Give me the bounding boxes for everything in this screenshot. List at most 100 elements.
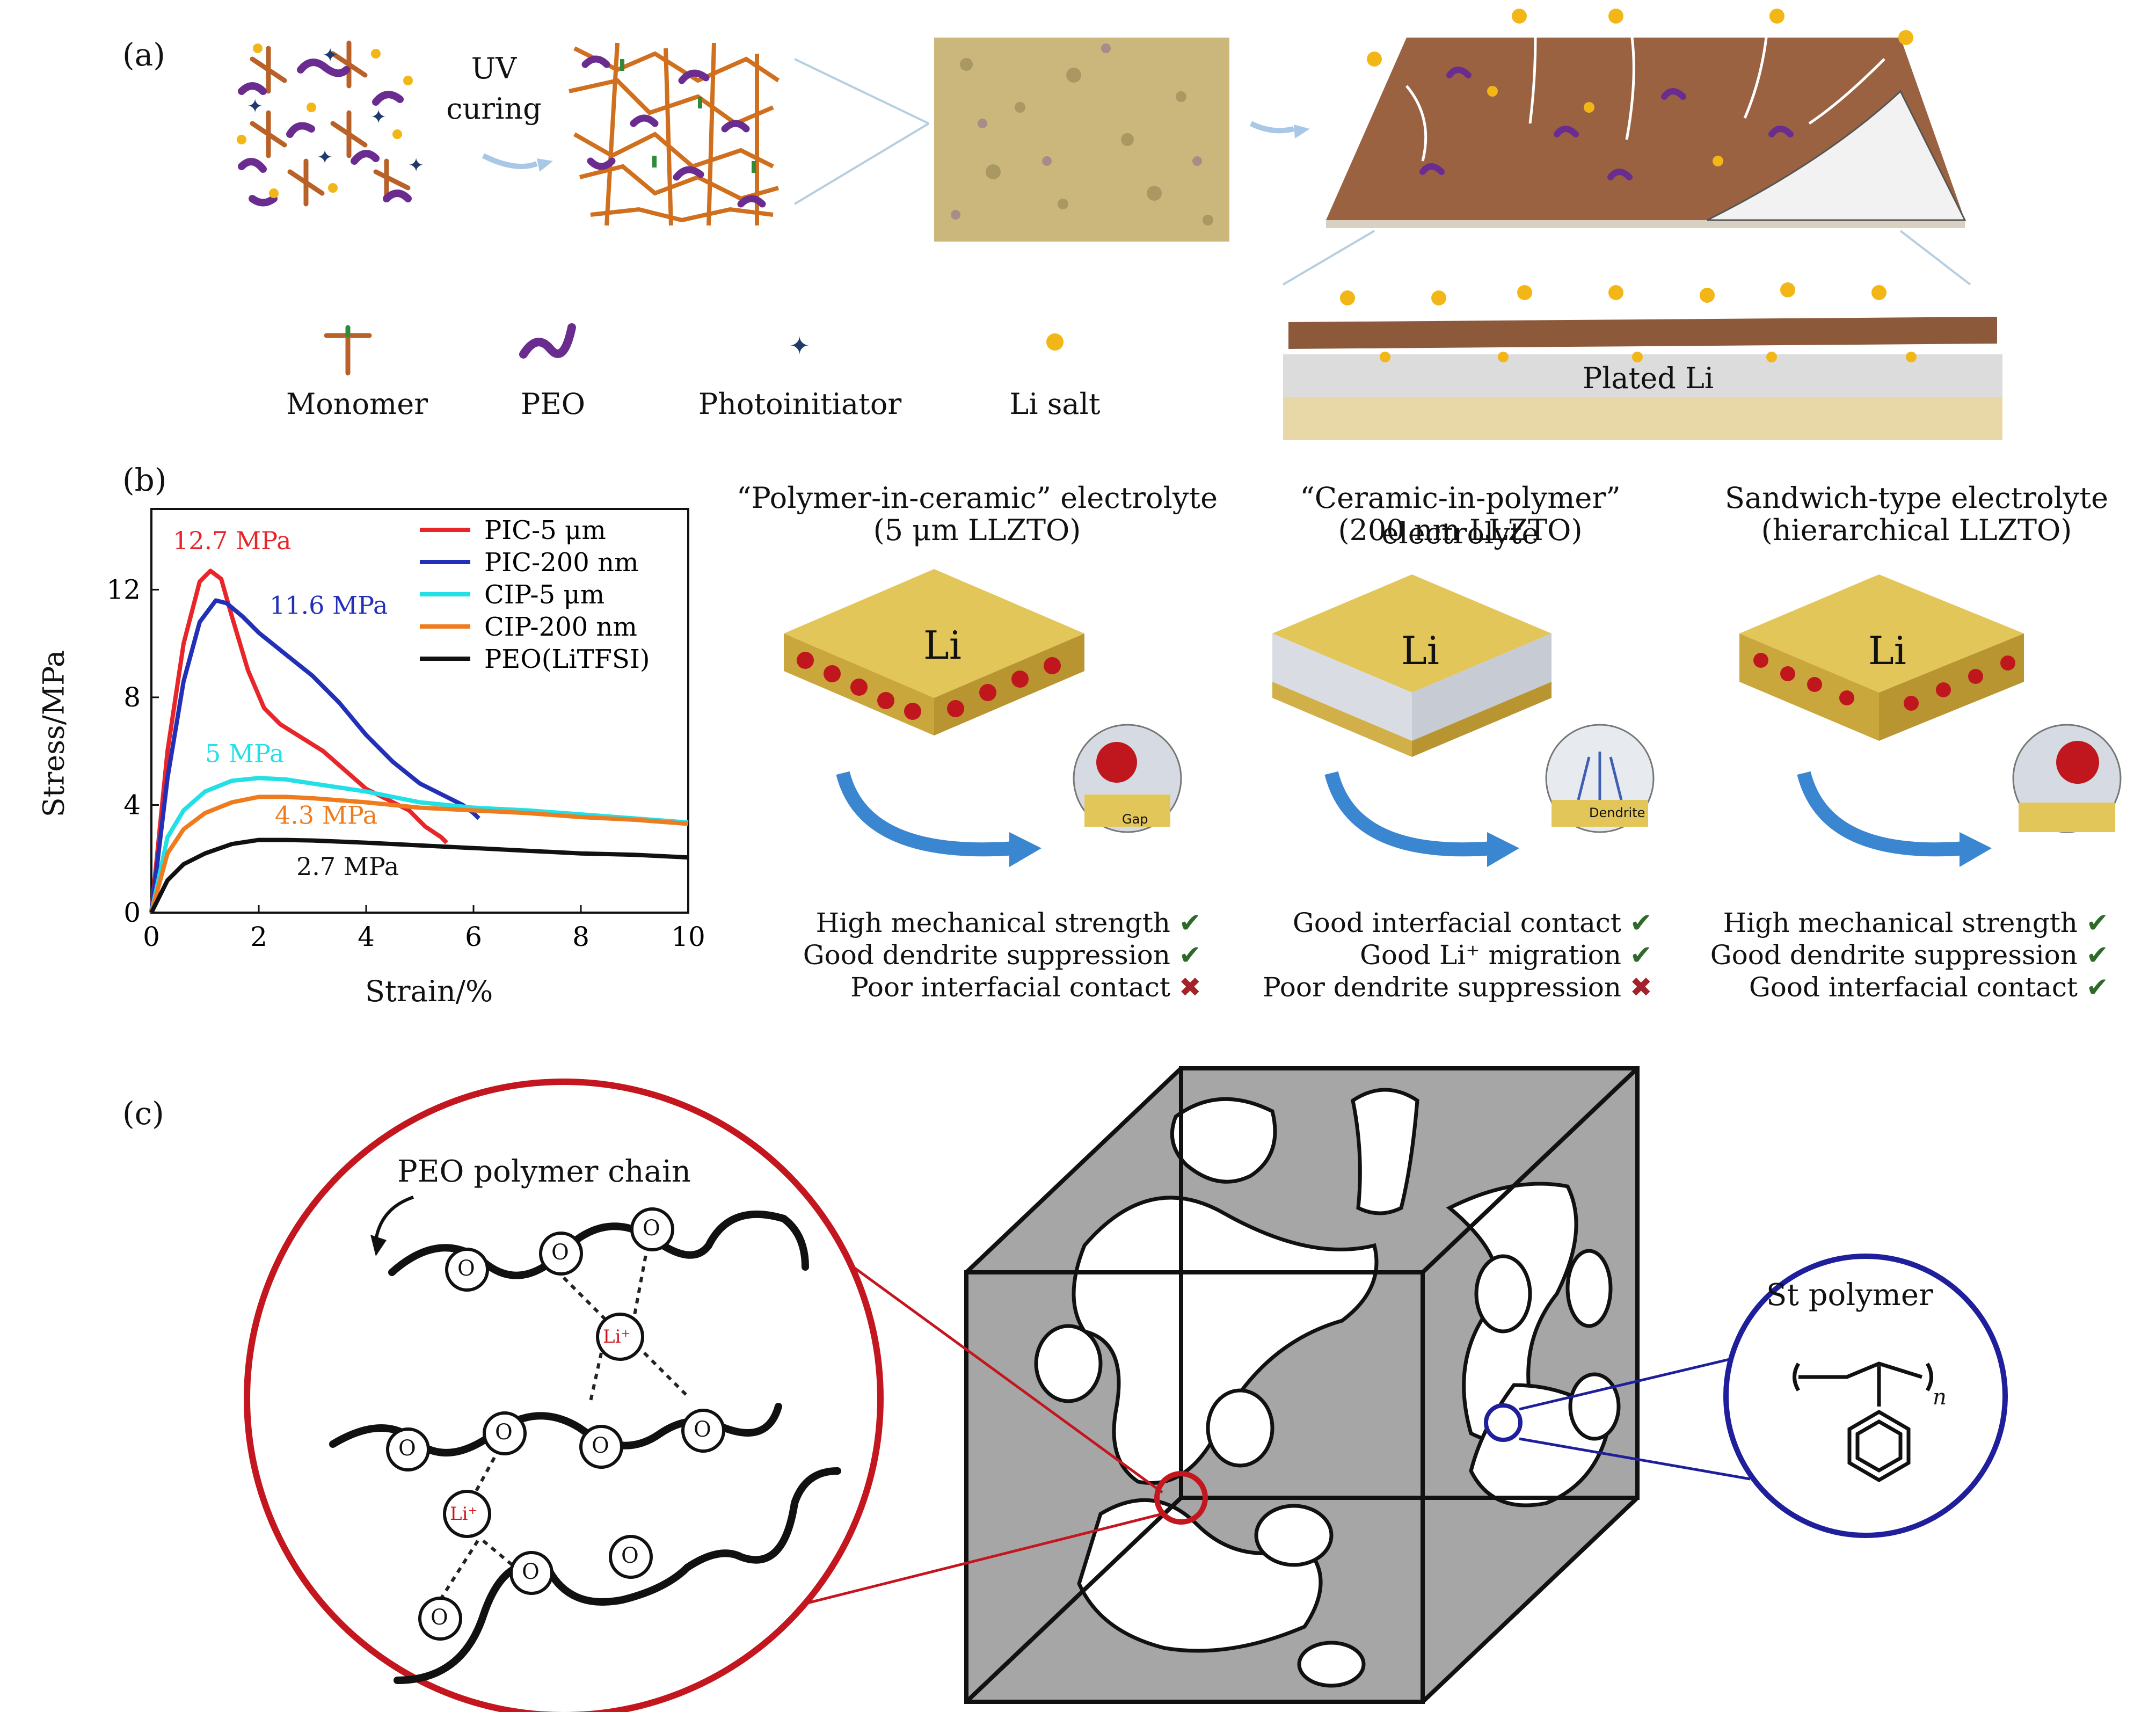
oxygen-label: O <box>495 1420 513 1445</box>
sandwich-li-label: Li <box>1868 628 1906 673</box>
series-line-2 <box>149 776 689 913</box>
sandwich-feature-2: Good dendrite suppression ✔ <box>1710 939 2109 971</box>
legend-monomer: Monomer <box>286 387 428 421</box>
plated-li-label: Plated Li <box>1582 361 1714 395</box>
st-zoom-connector <box>1519 1357 1751 1481</box>
oxygen-label: O <box>457 1256 475 1281</box>
legend-label-2: CIP-5 μm <box>484 580 604 610</box>
oxygen-label: O <box>592 1433 609 1458</box>
panel-a-illustration: ✦✦✦ ✦✦ <box>237 9 2002 440</box>
check-icon: ✔ <box>1629 907 1652 938</box>
panel-b-label: (b) <box>122 462 167 498</box>
panel-a-label: (a) <box>122 37 165 73</box>
legend-photoinitiator: Photoinitiator <box>698 387 902 421</box>
panel-c-label: (c) <box>122 1095 164 1132</box>
y-tick-label: 12 <box>106 574 141 605</box>
polystyrene-structure-graphic <box>1793 1361 1933 1483</box>
pic-feature-2: Good dendrite suppression ✔ <box>803 939 1201 971</box>
y-tick-label: 8 <box>123 682 141 713</box>
svg-text:✦: ✦ <box>408 155 424 177</box>
uv-arrow <box>482 153 538 169</box>
cip-feature-list: Good interfacial contact ✔ Good Li⁺ migr… <box>1235 907 1686 1004</box>
legend-label-4: PEO(LiTFSI) <box>484 644 650 674</box>
svg-text:✦: ✦ <box>322 45 338 67</box>
series-line-0 <box>149 569 448 913</box>
check-icon: ✔ <box>1178 939 1201 971</box>
cip-inset-label: Dendrite <box>1589 805 1645 820</box>
cured-network-graphic <box>569 42 780 226</box>
cip-li-label: Li <box>1401 628 1439 673</box>
pic-feature-3: Poor interfacial contact ✖ <box>850 972 1201 1003</box>
peak-annotation-1: 11.6 MPa <box>270 591 388 620</box>
legend-peo: PEO <box>520 387 586 421</box>
panel-c-illustration <box>244 1066 2008 1712</box>
x-tick-label: 0 <box>143 921 160 952</box>
check-icon: ✔ <box>2086 907 2109 938</box>
pic-title-line2: (5 μm LLZTO) <box>873 513 1081 547</box>
peak-annotation-2: 5 MPa <box>205 739 284 768</box>
cip-feature-1: Good interfacial contact ✔ <box>1292 907 1652 938</box>
cip-title-line1: “Ceramic-in-polymer” electrolyte <box>1300 481 1621 550</box>
precursor-mixture-graphic: ✦✦✦ ✦✦ <box>237 40 424 207</box>
legend-label-1: PIC-200 nm <box>484 548 639 578</box>
peak-annotation-3: 4.3 MPa <box>275 801 377 830</box>
sandwich-feature-1: High mechanical strength ✔ <box>1723 907 2109 938</box>
x-tick-label: 2 <box>250 921 267 952</box>
cross-icon: ✖ <box>1178 972 1201 1003</box>
oxygen-label: O <box>694 1417 711 1442</box>
legend-label-0: PIC-5 μm <box>484 515 606 545</box>
oxygen-label: O <box>551 1240 569 1265</box>
cip-schematic-graphic <box>1272 574 1655 867</box>
li-ion-label: Li⁺ <box>450 1503 478 1525</box>
y-tick-label: 4 <box>123 789 141 820</box>
sandwich-title-line1: Sandwich-type electrolyte <box>1724 481 2109 515</box>
series-line-4 <box>149 837 689 914</box>
pic-li-label: Li <box>923 623 962 668</box>
x-tick-label: 10 <box>671 921 705 952</box>
uv-label-line1: UV <box>471 52 517 85</box>
pic-schematic-graphic <box>784 569 1182 867</box>
legend-li-salt: Li salt <box>1009 387 1101 421</box>
series-line-1 <box>149 598 480 913</box>
electrolyte-film-graphic <box>1326 9 1966 228</box>
sandwich-feature-list: High mechanical strength ✔ Good dendrite… <box>1691 907 2142 1004</box>
bicontinuous-cube-graphic <box>964 1066 1640 1704</box>
cip-feature-3: Poor dendrite suppression ✖ <box>1263 972 1652 1003</box>
oxygen-label: O <box>398 1436 416 1461</box>
check-icon: ✔ <box>2086 939 2109 971</box>
li-ion-label: Li⁺ <box>603 1326 631 1347</box>
st-subscript-n: n <box>1933 1385 1947 1410</box>
check-icon: ✔ <box>2086 972 2109 1003</box>
peo-zoom-marker <box>1154 1471 1208 1525</box>
svg-text:✦: ✦ <box>247 96 263 118</box>
check-icon: ✔ <box>1629 939 1652 971</box>
plot-frame <box>150 508 689 914</box>
cip-feature-2: Good Li⁺ migration ✔ <box>1359 939 1652 971</box>
pic-feature-list: High mechanical strength ✔ Good dendrite… <box>784 907 1235 1004</box>
x-axis-label: Strain/% <box>365 974 493 1008</box>
oxygen-label: O <box>522 1560 540 1584</box>
series-line-3 <box>149 795 689 914</box>
st-zoom-circle <box>1723 1254 2008 1538</box>
photoinitiator-legend-icon: ✦ <box>789 331 810 360</box>
oxygen-label: O <box>431 1605 448 1630</box>
y-axis-label: Stress/MPa <box>37 650 71 818</box>
cross-icon: ✖ <box>1629 972 1652 1003</box>
peo-chain-label: PEO polymer chain <box>397 1154 691 1189</box>
x-tick-label: 4 <box>358 921 375 952</box>
legend-label-3: CIP-200 nm <box>484 612 637 642</box>
sandwich-schematic-graphic <box>1739 574 2122 867</box>
oxygen-label: O <box>621 1543 639 1568</box>
st-polymer-label: St polymer <box>1766 1278 1933 1313</box>
cip-title-line2: (200 nm LLZTO) <box>1338 513 1583 547</box>
plated-li-crosssection-graphic <box>1283 282 2002 440</box>
monomer-legend-icon <box>324 325 372 376</box>
electrolyte-schematics <box>784 569 2122 867</box>
peak-annotation-4: 2.7 MPa <box>296 852 399 881</box>
pic-title-line1: “Polymer-in-ceramic” electrolyte <box>736 481 1218 515</box>
oxygen-label: O <box>643 1216 660 1241</box>
check-icon: ✔ <box>1178 907 1201 938</box>
y-tick-label: 0 <box>123 897 141 928</box>
